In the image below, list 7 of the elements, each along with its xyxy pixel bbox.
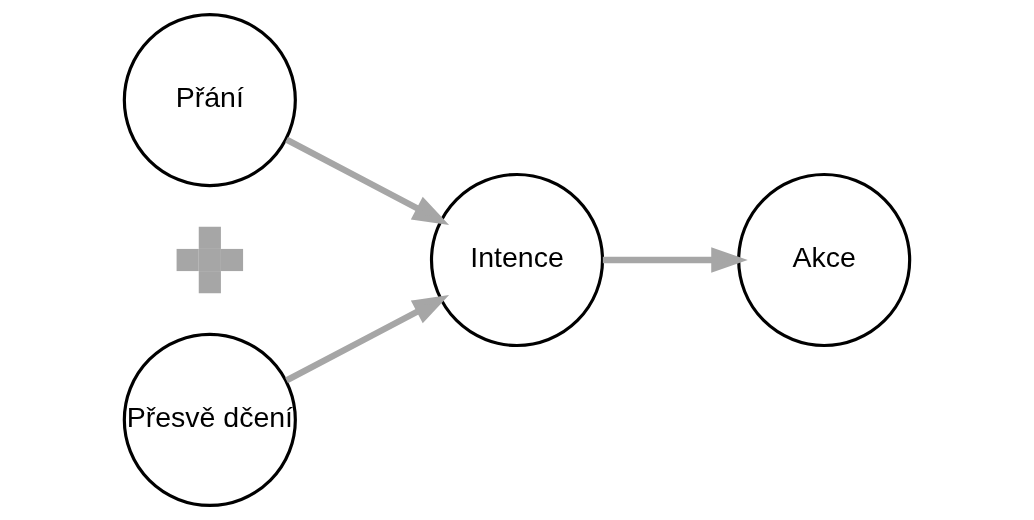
arrow — [285, 294, 450, 384]
node-circle: Akce — [737, 172, 912, 348]
node-circle: Přesvě dčení — [122, 332, 297, 507]
arrow — [602, 247, 748, 273]
node-circle: Přání — [122, 13, 297, 188]
node-circle: Intence — [429, 172, 605, 348]
arrow — [285, 136, 450, 226]
